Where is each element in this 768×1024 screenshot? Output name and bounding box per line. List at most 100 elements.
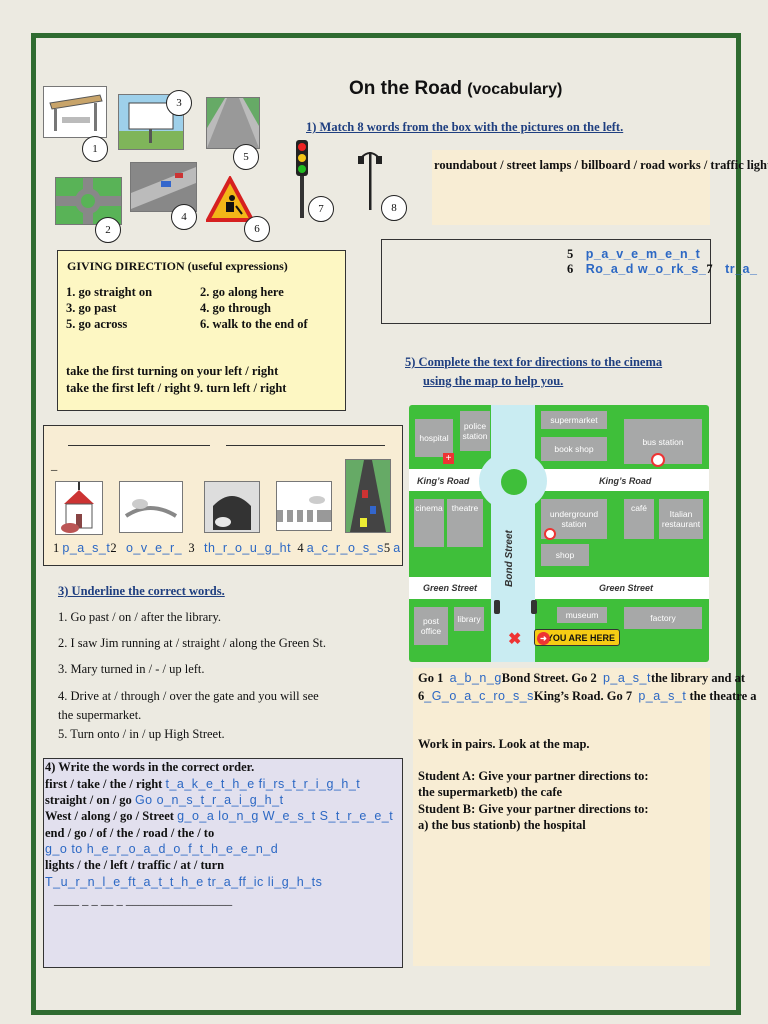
map-factory: factory	[624, 607, 702, 629]
picture-number-1: 1	[82, 136, 108, 162]
map-post-office: post office	[414, 607, 448, 645]
kings-road-right-label: King’s Road	[599, 476, 652, 486]
exercise4-blank: ____ _ _ __ _ _________________	[54, 893, 233, 907]
map-book-shop: book shop	[541, 437, 607, 461]
map-hospital: hospital	[415, 419, 453, 457]
map-museum: museum	[557, 607, 607, 623]
giving-direction-box	[57, 250, 346, 411]
map-italian-restaurant: Italian restaurant	[659, 499, 703, 539]
pair-work-line-1: Work in pairs. Look at the map.	[418, 737, 590, 751]
tunnel-picture	[204, 481, 260, 533]
map-shop: shop	[541, 544, 589, 566]
map-cafe: café	[624, 499, 654, 539]
exercise3-line-4: 4. Drive at / through / over the gate an…	[58, 689, 319, 703]
exercise5-text-area	[413, 668, 710, 966]
you-are-here-label: YOU ARE HERE	[546, 633, 615, 643]
exercise5-paragraph-2: 6_G_o_a_c_ro_s_sKing’s Road. Go 7 p_a_s_…	[418, 689, 757, 703]
exercise1-heading: 1) Match 8 words from the box with the p…	[306, 120, 624, 134]
exercise4-heading: 4) Write the words in the correct order.	[45, 760, 255, 774]
page-title: On the Road (vocabulary)	[349, 78, 562, 100]
pair-work-line-3: Student A: Give your partner directions …	[418, 769, 649, 783]
exercise4-box	[43, 758, 403, 968]
exercise4-row-6: lights / the / left / traffic / at / tur…	[45, 858, 225, 872]
pair-work-line-6: a) the bus stationb) the hospital	[418, 818, 586, 832]
bus-shelter-picture	[43, 86, 107, 138]
exercise5-heading-1: 5) Complete the text for directions to t…	[405, 355, 663, 369]
exercise3-line-5: the supermarket.	[58, 708, 142, 722]
street-lamps-picture	[357, 148, 383, 212]
expression-8: take the first left / right 9. turn left…	[66, 381, 287, 395]
expression-3: 3. go past	[66, 301, 117, 315]
exercise3-line-3: 3. Mary turned in / - / up left.	[58, 662, 205, 676]
map-theatre: theatre	[447, 499, 483, 547]
town-map: hospital + police station supermarket bo…	[409, 405, 709, 662]
map-police-station: police station	[460, 411, 490, 451]
expression-2: 2. go along here	[200, 285, 284, 299]
start-cross-icon: ✖	[508, 631, 522, 648]
roundabout-picture	[55, 177, 122, 225]
road-traffic-picture	[345, 459, 391, 533]
pair-work-line-5: Student B: Give your partner directions …	[418, 802, 649, 816]
underground-icon	[544, 528, 556, 540]
exercise2-dash: _	[51, 458, 58, 472]
exercise2-blank-1	[68, 445, 210, 446]
exercise3-line-1: 1. Go past / on / after the library.	[58, 610, 222, 624]
traffic-light-icon-left	[494, 600, 500, 614]
exercise3-line-6: 5. Turn onto / in / up High Street.	[58, 727, 225, 741]
bridge-picture	[119, 481, 183, 533]
exercise4-row-7: T_u_r_n_l_e_ft_a_t_t_h_e tr_a_ff_ic li_g…	[45, 875, 323, 889]
exercise4-row-1: first / take / the / right t_a_k_e_t_h_e…	[45, 777, 361, 791]
green-street-left-label: Green Street	[423, 583, 478, 593]
you-are-here-arrow-icon: ➜	[537, 632, 550, 645]
exercise3-heading: 3) Underline the correct words.	[58, 584, 225, 598]
map-library: library	[454, 607, 484, 631]
picture-number-5: 5	[233, 144, 259, 170]
answer-box	[381, 239, 711, 324]
church-picture	[55, 481, 103, 535]
kings-road-left-label: King’s Road	[417, 476, 470, 486]
picture-number-2: 2	[95, 217, 121, 243]
word-box	[432, 150, 710, 225]
exercise5-paragraph-1: Go 1 a_b_n_gBond Street. Go 2 p_a_s_tthe…	[418, 671, 746, 685]
map-cinema: cinema	[414, 499, 444, 547]
bus-station-icon	[651, 453, 665, 467]
bond-street-label: Bond Street	[503, 530, 515, 587]
pavement-picture	[206, 97, 260, 149]
road-works-picture	[204, 174, 256, 224]
bond-street	[491, 405, 535, 662]
traffic-light-icon-right	[531, 600, 537, 614]
expression-6: 6. walk to the end of	[200, 317, 308, 331]
hospital-icon: +	[443, 453, 454, 464]
picture-number-6: 6	[244, 216, 270, 242]
giving-direction-title: GIVING DIRECTION (useful expressions)	[67, 259, 288, 273]
exercise3-line-2: 2. I saw Jim running at / straight / alo…	[58, 636, 327, 650]
roundabout-centre	[501, 469, 527, 495]
map-supermarket: supermarket	[541, 411, 607, 429]
picture-number-8: 8	[381, 195, 407, 221]
exercise2-answers: 1 p_a_s_t2 o_v_e_r_ 3 th_r_o_u_g_ht 4 a_…	[53, 541, 401, 555]
title-sub: (vocabulary)	[467, 81, 563, 98]
exercise4-row-3: West / along / go / Street g_o_a lo_n_g …	[45, 809, 394, 823]
picture-number-7: 7	[308, 196, 334, 222]
green-street	[409, 577, 709, 599]
word-box-words: roundabout / street lamps / billboard / …	[434, 158, 768, 172]
crossing-picture	[276, 481, 332, 531]
expression-5: 5. go across	[66, 317, 128, 331]
title-text: On the Road	[349, 78, 462, 99]
picture-number-4: 4	[171, 204, 197, 230]
exercise4-row-2: straight / on / go Go o_n_s_t_r_a_i_g_h_…	[45, 793, 284, 807]
expression-7: take the first turning on your left / ri…	[66, 364, 279, 378]
you-are-here-badge: ➜ YOU ARE HERE	[534, 629, 620, 646]
exercise2-blank-2	[226, 445, 385, 446]
answer-line-6: 6 Ro_a_d w_o_rk_s_7 tr_a_	[567, 262, 758, 276]
picture-number-3: 3	[166, 90, 192, 116]
pair-work-line-4: the supermarketb) the cafe	[418, 785, 563, 799]
expression-4: 4. go through	[200, 301, 271, 315]
street-picture	[130, 162, 197, 212]
exercise4-row-5: g_o to h_e_r_o_a_d_o_f_t_h_e_e_n_d	[45, 842, 279, 856]
expression-1: 1. go straight on	[66, 285, 153, 299]
exercise4-row-4: end / go / of / the / road / the / to	[45, 826, 215, 840]
traffic-lights-picture	[293, 140, 311, 220]
exercise5-heading-2: using the map to help you.	[423, 374, 564, 388]
answer-line-5: 5 p_a_v_e_m_e_n_t	[567, 247, 701, 261]
